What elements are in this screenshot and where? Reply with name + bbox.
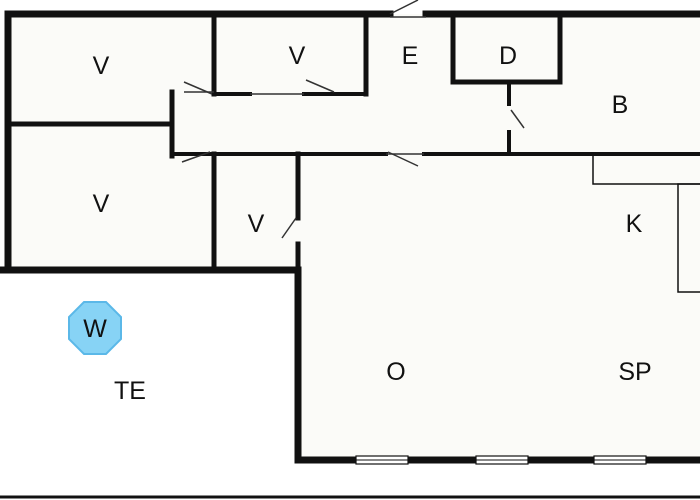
windows bbox=[355, 455, 647, 465]
room-labels: V V E D B V V K O SP TE bbox=[93, 42, 652, 405]
doors bbox=[181, 0, 525, 239]
interior-walls bbox=[5, 11, 700, 273]
room-label-o: O bbox=[386, 358, 405, 386]
room-label-b: B bbox=[612, 91, 629, 119]
octagon-marker-icon: W bbox=[68, 301, 122, 355]
room-label-v-left-middle: V bbox=[93, 190, 110, 218]
kitchen-counter bbox=[592, 154, 700, 293]
room-label-v-small: V bbox=[248, 210, 265, 238]
building-floor bbox=[8, 14, 700, 460]
room-label-d: D bbox=[499, 42, 517, 70]
room-label-sp: SP bbox=[618, 358, 651, 386]
bedroom-top-middle-door bbox=[305, 79, 335, 93]
room-label-v-top-middle: V bbox=[289, 42, 306, 70]
marker-label: W bbox=[83, 315, 107, 343]
room-label-te: TE bbox=[114, 377, 146, 405]
bathroom-door bbox=[510, 109, 525, 129]
room-label-k: K bbox=[626, 210, 643, 238]
bedroom-left-middle-door bbox=[181, 151, 211, 163]
entrance-door bbox=[389, 0, 419, 15]
small-bedroom-door bbox=[281, 217, 297, 239]
room-label-e: E bbox=[402, 42, 419, 70]
room-label-v-top-left: V bbox=[93, 52, 110, 80]
